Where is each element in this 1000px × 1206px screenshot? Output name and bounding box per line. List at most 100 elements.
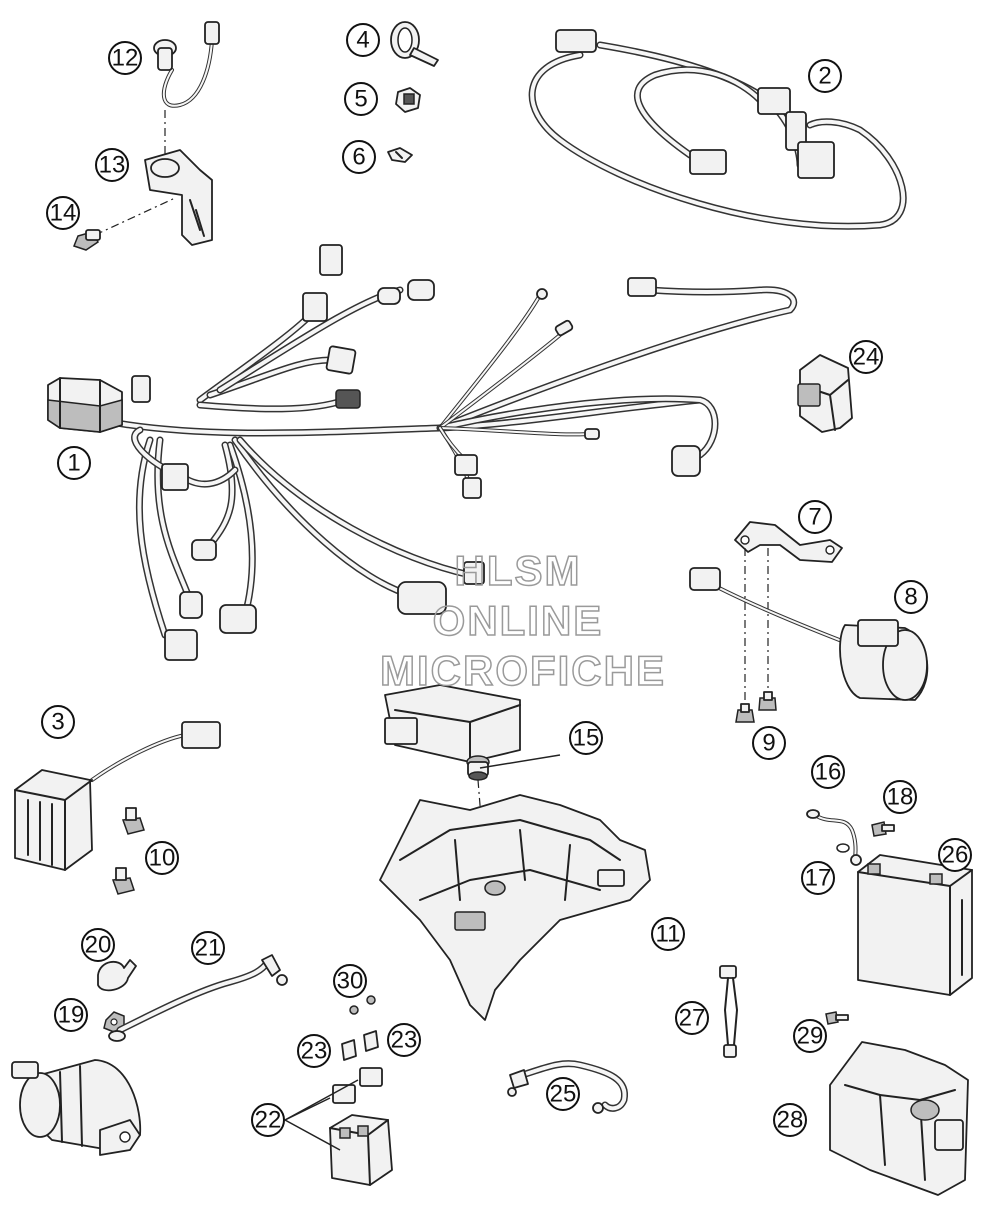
callout-label: 6 (352, 144, 365, 171)
callout-4: 4 (346, 23, 380, 57)
callout-26: 26 (938, 838, 972, 872)
callout-label: 23 (301, 1038, 328, 1065)
rubber-grommet (466, 755, 490, 831)
starter-cable (108, 954, 288, 1042)
callout-3: 3 (41, 705, 75, 739)
callout-label: 10 (149, 845, 176, 872)
ground-cable (806, 809, 862, 866)
callout-5: 5 (344, 82, 378, 116)
cable-clip (395, 87, 421, 113)
callout-label: 28 (777, 1107, 804, 1134)
watermark-line-3: MICROFICHE (380, 647, 666, 694)
callout-7: 7 (798, 500, 832, 534)
callout-6: 6 (342, 140, 376, 174)
callout-19: 19 (54, 998, 88, 1032)
mounting-bolts (735, 691, 777, 723)
callout-label: 11 (656, 921, 681, 948)
callout-11: 11 (651, 917, 685, 951)
watermark-line-2: ONLINE (433, 597, 604, 644)
cable-tie (390, 21, 439, 67)
fuses (341, 1030, 379, 1061)
callout-label: 1 (67, 450, 80, 477)
main-wiring-harness (47, 244, 798, 661)
callout-label: 29 (797, 1023, 824, 1050)
callout-22: 22 (251, 1103, 285, 1137)
leader-lines (284, 754, 561, 1151)
electronics-tray (379, 794, 651, 1021)
callout-label: 9 (762, 730, 775, 757)
auxiliary-wiring-harness (528, 29, 907, 230)
callout-label: 23 (391, 1027, 418, 1054)
callout-label: 26 (942, 842, 969, 869)
callout-label: 15 (573, 725, 600, 752)
battery (857, 854, 973, 996)
callout-16: 16 (811, 755, 845, 789)
callout-label: 8 (904, 584, 917, 611)
callout-label: 24 (853, 344, 880, 371)
callout-2: 2 (808, 59, 842, 93)
callout-8: 8 (894, 580, 928, 614)
ground-lead (507, 1060, 629, 1114)
callout-28: 28 (773, 1103, 807, 1137)
terminal-boot (97, 959, 137, 992)
cover-screw (825, 1011, 849, 1025)
relay (329, 1067, 393, 1186)
relay-cover (797, 354, 853, 433)
callouts: 1 2 3 4 5 6 7 8 9 10 11 12 13 14 15 16 1… (41, 23, 972, 1137)
callout-14: 14 (46, 196, 80, 230)
callout-label: 16 (815, 759, 842, 786)
actuator-unit (689, 567, 929, 701)
control-unit (384, 684, 521, 763)
harness-main-connector (47, 377, 123, 433)
callout-label: 27 (679, 1005, 706, 1032)
callout-10: 10 (145, 841, 179, 875)
callout-label: 20 (85, 932, 112, 959)
actuator-bracket (734, 521, 843, 712)
callout-17: 17 (801, 861, 835, 895)
callout-label: 13 (99, 152, 126, 179)
callout-label: 3 (51, 709, 64, 736)
starter-motor (11, 1059, 142, 1156)
callout-label: 18 (887, 784, 914, 811)
regulator-bolts (111, 807, 145, 895)
callout-23-right: 23 (387, 1023, 421, 1057)
callout-label: 4 (356, 27, 369, 54)
callout-18: 18 (883, 780, 917, 814)
cable-holder (387, 147, 413, 163)
battery-strap (719, 965, 738, 1058)
callout-label: 22 (255, 1107, 282, 1134)
fuse-screws (349, 995, 376, 1015)
washer (836, 843, 850, 853)
callout-label: 17 (805, 865, 832, 892)
callout-15: 15 (569, 721, 603, 755)
callout-27: 27 (675, 1001, 709, 1035)
battery-bolt (871, 821, 895, 837)
callout-29: 29 (793, 1019, 827, 1053)
watermark: HLSM ONLINE MICROFICHE (379, 546, 666, 695)
callout-20: 20 (81, 928, 115, 962)
callout-13: 13 (95, 148, 129, 182)
callout-1: 1 (57, 446, 91, 480)
callout-label: 30 (337, 968, 364, 995)
switch-and-bracket (73, 21, 220, 251)
callout-9: 9 (752, 726, 786, 760)
callout-label: 25 (550, 1081, 577, 1108)
battery-cover (829, 1041, 969, 1196)
callout-21: 21 (191, 931, 225, 965)
watermark-line-1: HLSM (455, 547, 582, 594)
callout-label: 7 (808, 504, 821, 531)
callout-label: 19 (58, 1002, 85, 1029)
callout-23-left: 23 (297, 1034, 331, 1068)
callout-12: 12 (108, 41, 142, 75)
voltage-regulator (14, 721, 221, 871)
callout-label: 14 (50, 200, 77, 227)
callout-label: 5 (354, 86, 367, 113)
callout-30: 30 (333, 964, 367, 998)
callout-label: 2 (818, 63, 831, 90)
callout-24: 24 (849, 340, 883, 374)
callout-label: 21 (195, 935, 222, 962)
harness-connectors (131, 244, 701, 661)
callout-label: 12 (112, 45, 139, 72)
